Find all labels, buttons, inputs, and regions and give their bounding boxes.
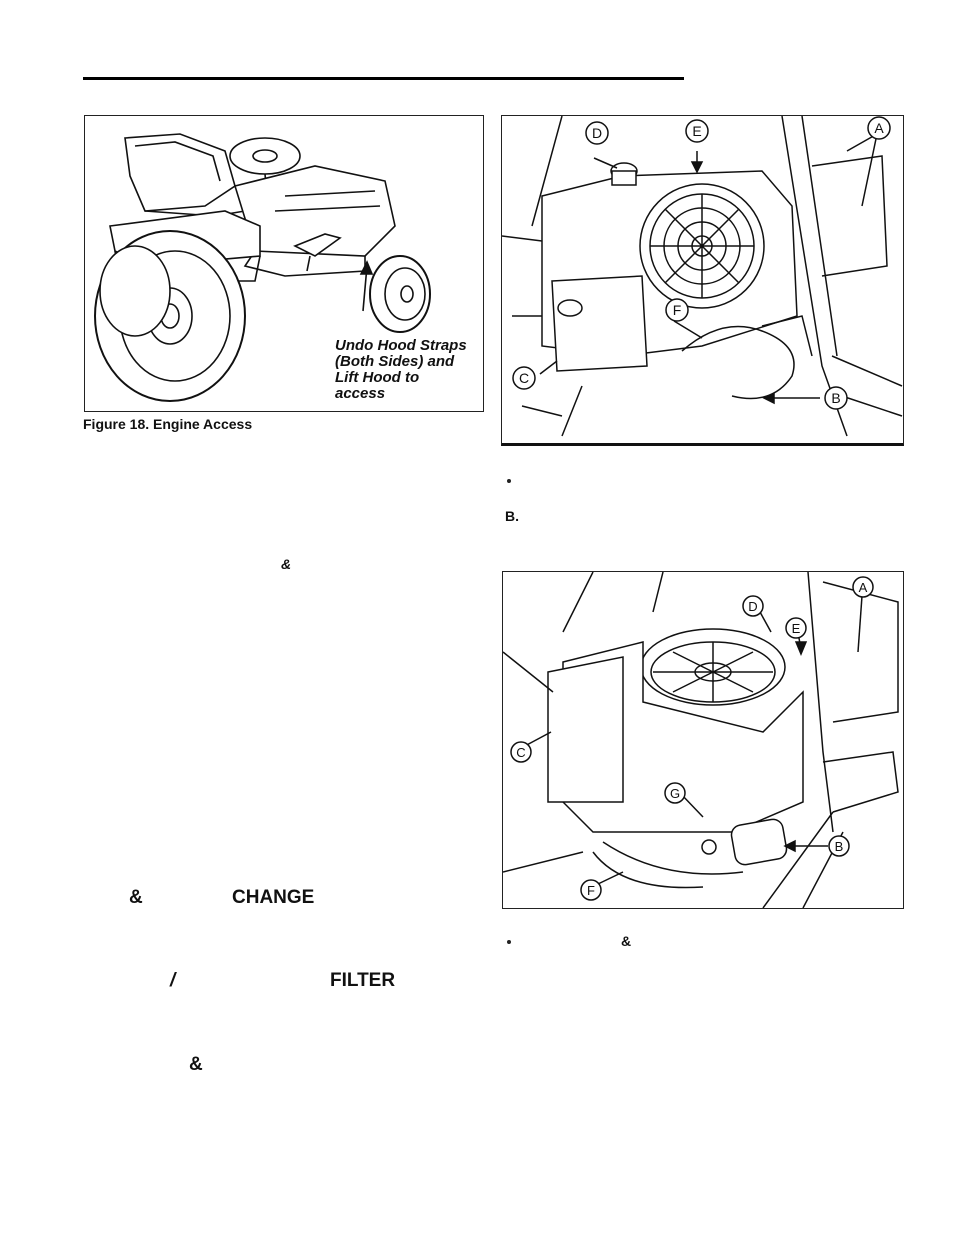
bullet-mark bbox=[507, 479, 511, 483]
engine-illustration-2: D E A C G F B bbox=[503, 572, 899, 908]
label-f: F bbox=[587, 883, 595, 898]
callout-line: Undo Hood Straps bbox=[335, 337, 467, 354]
label-a: A bbox=[874, 120, 884, 136]
label-d: D bbox=[592, 125, 602, 141]
figure-20-engine: D E A C G F B bbox=[502, 571, 904, 909]
engine-illustration-1: D E A C F B bbox=[502, 116, 903, 437]
slash-fragment: / bbox=[170, 970, 176, 991]
tractor-illustration bbox=[94, 133, 431, 402]
change-heading-fragment: CHANGE bbox=[232, 887, 315, 908]
header-rule bbox=[83, 77, 684, 80]
label-e: E bbox=[792, 621, 801, 636]
ampersand-fragment: & bbox=[189, 1054, 203, 1075]
label-g: G bbox=[670, 786, 680, 801]
label-b: B bbox=[831, 390, 840, 406]
callout-line: Lift Hood to bbox=[335, 369, 420, 386]
ampersand-fragment: & bbox=[281, 556, 292, 572]
figure-19-engine: D E A C F B bbox=[501, 115, 904, 446]
bullet-mark bbox=[507, 940, 511, 944]
callout-line: access bbox=[335, 385, 386, 402]
figure-18-engine-access: Undo Hood Straps (Both Sides) and Lift H… bbox=[84, 115, 484, 412]
callout-line: (Both Sides) and bbox=[335, 353, 455, 370]
label-f: F bbox=[673, 302, 682, 318]
hood-strap-callout: Undo Hood Straps (Both Sides) and Lift H… bbox=[335, 338, 467, 402]
label-a: A bbox=[859, 580, 868, 595]
filter-heading-fragment: FILTER bbox=[330, 970, 396, 991]
label-b: B bbox=[835, 839, 844, 854]
ampersand-fragment: & bbox=[129, 887, 143, 908]
label-c: C bbox=[519, 370, 529, 386]
label-d: D bbox=[748, 599, 757, 614]
label-c: C bbox=[516, 745, 525, 760]
step-b-label: B. bbox=[505, 508, 519, 524]
label-e: E bbox=[692, 123, 701, 139]
figure-18-caption: Figure 18. Engine Access bbox=[83, 416, 253, 432]
ampersand-fragment: & bbox=[621, 933, 632, 949]
